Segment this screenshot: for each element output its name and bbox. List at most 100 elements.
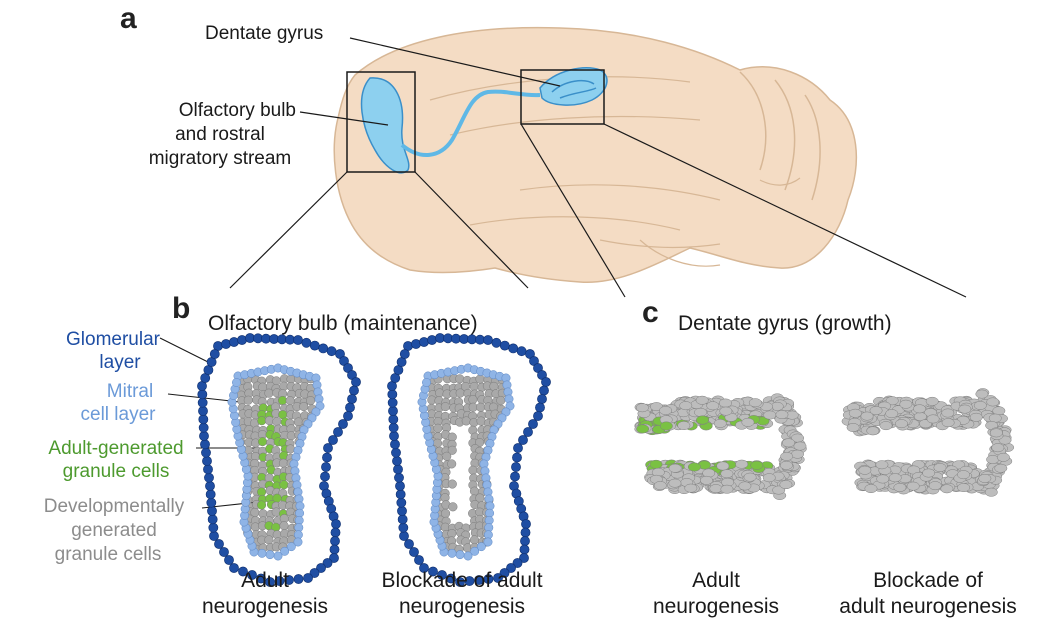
- granule-cell: [859, 466, 871, 474]
- granule-cell: [721, 469, 733, 477]
- granule-cell: [889, 474, 901, 482]
- granule-cell: [942, 418, 954, 426]
- legend-adult-generated: Adult-generated: [48, 438, 183, 459]
- adult-generated-granule-cell: [257, 501, 266, 510]
- granule-cell: [934, 463, 946, 471]
- glomerular-cell: [331, 528, 340, 537]
- adult-generated-granule-cell: [636, 425, 648, 433]
- glomerular-cell: [483, 335, 492, 344]
- glomerular-cell: [351, 377, 360, 386]
- glomerular-cell: [214, 539, 223, 548]
- developmental-granule-cell: [476, 403, 485, 412]
- developmental-granule-cell: [476, 375, 485, 384]
- glomerular-cell: [535, 403, 544, 412]
- glomerular-cell: [390, 440, 399, 449]
- granule-cell: [791, 450, 803, 458]
- glomerular-cell: [520, 536, 529, 545]
- granule-cell: [717, 462, 729, 470]
- glomerular-cell: [199, 415, 208, 424]
- glomerular-cell: [399, 531, 408, 540]
- panel-b-title: Olfactory bulb (maintenance): [208, 312, 478, 335]
- developmental-granule-cell: [448, 480, 457, 489]
- adult-generated-granule-cell: [257, 416, 266, 425]
- granule-cell: [703, 469, 715, 477]
- granule-cell: [895, 419, 907, 427]
- glomerular-cell: [205, 481, 214, 490]
- glomerular-cell: [207, 498, 216, 507]
- glomerular-cell: [389, 431, 398, 440]
- glomerular-cell: [541, 377, 550, 386]
- glomerular-cell: [419, 337, 428, 346]
- granule-cell: [867, 427, 879, 435]
- granule-cell: [719, 399, 731, 407]
- caption-b-left: neurogenesis: [202, 595, 328, 618]
- glomerular-cell: [414, 555, 423, 564]
- panel-letter-c: c: [642, 296, 659, 329]
- glomerular-cell: [389, 415, 398, 424]
- granule-cell: [742, 418, 754, 426]
- granule-cell: [876, 461, 888, 469]
- legend-developmental: Developmentally: [44, 496, 185, 517]
- glomerular-cell: [528, 419, 537, 428]
- granule-cell: [678, 421, 690, 429]
- granule-cell: [957, 483, 969, 491]
- developmental-granule-cell: [265, 536, 274, 545]
- granule-cell: [847, 423, 859, 431]
- granule-cell: [987, 398, 999, 406]
- glomerular-cell: [198, 398, 207, 407]
- developmental-granule-cell: [306, 396, 315, 405]
- granule-cell: [764, 411, 776, 419]
- developmental-granule-cell: [462, 417, 471, 426]
- caption-c-left: neurogenesis: [653, 595, 779, 618]
- legend-adult-generated: granule cells: [63, 461, 170, 482]
- mitral-cell: [258, 549, 266, 557]
- granule-cell: [992, 443, 1004, 451]
- developmental-granule-cell: [447, 460, 456, 469]
- mitral-cell: [456, 550, 464, 558]
- developmental-granule-cell: [434, 424, 443, 433]
- glomerular-cell: [320, 472, 329, 481]
- glomerular-cell: [224, 555, 233, 564]
- glomerular-cell: [388, 390, 397, 399]
- developmental-granule-cell: [280, 521, 289, 530]
- glomerular-cell: [349, 386, 358, 395]
- caption-c-right: adult neurogenesis: [839, 595, 1016, 618]
- granule-cell: [780, 480, 792, 488]
- glomerular-cell: [537, 394, 546, 403]
- glomerular-cell: [229, 563, 238, 572]
- panel-letter-b: b: [172, 292, 190, 325]
- glomerular-cell: [338, 419, 347, 428]
- granule-cell: [959, 405, 971, 413]
- zoom-line: [230, 172, 347, 288]
- granule-cell: [942, 409, 954, 417]
- adult-generated-granule-cell: [688, 463, 700, 471]
- developmental-granule-cell: [456, 389, 465, 398]
- adult-generated-granule-cell: [660, 422, 672, 430]
- dentate-gyrus-adult: [635, 394, 807, 500]
- legend-mitral: cell layer: [81, 404, 157, 425]
- granule-cell: [696, 396, 708, 404]
- developmental-granule-cell: [455, 375, 464, 384]
- olfactory-bulb-blockade: [387, 333, 550, 586]
- granule-cell: [877, 475, 889, 483]
- developmental-granule-cell: [469, 395, 478, 404]
- developmental-granule-cell: [279, 459, 288, 468]
- glomerular-cell: [199, 423, 208, 432]
- adult-generated-granule-cell: [280, 480, 289, 489]
- glomerular-cell: [322, 453, 331, 462]
- granule-cell: [880, 421, 892, 429]
- mitral-cell: [274, 552, 282, 560]
- granule-cell: [986, 455, 998, 463]
- developmental-granule-cell: [470, 487, 479, 496]
- caption-c-right: Blockade of: [873, 569, 983, 592]
- glomerular-cell: [521, 528, 530, 537]
- developmental-granule-cell: [286, 445, 295, 454]
- glomerular-cell: [388, 398, 397, 407]
- granule-cell: [780, 452, 792, 460]
- granule-cell: [913, 405, 925, 413]
- glomerular-cell: [398, 515, 407, 524]
- granule-cell: [886, 409, 898, 417]
- glomerular-cell: [221, 339, 230, 348]
- mitral-cell: [232, 378, 240, 386]
